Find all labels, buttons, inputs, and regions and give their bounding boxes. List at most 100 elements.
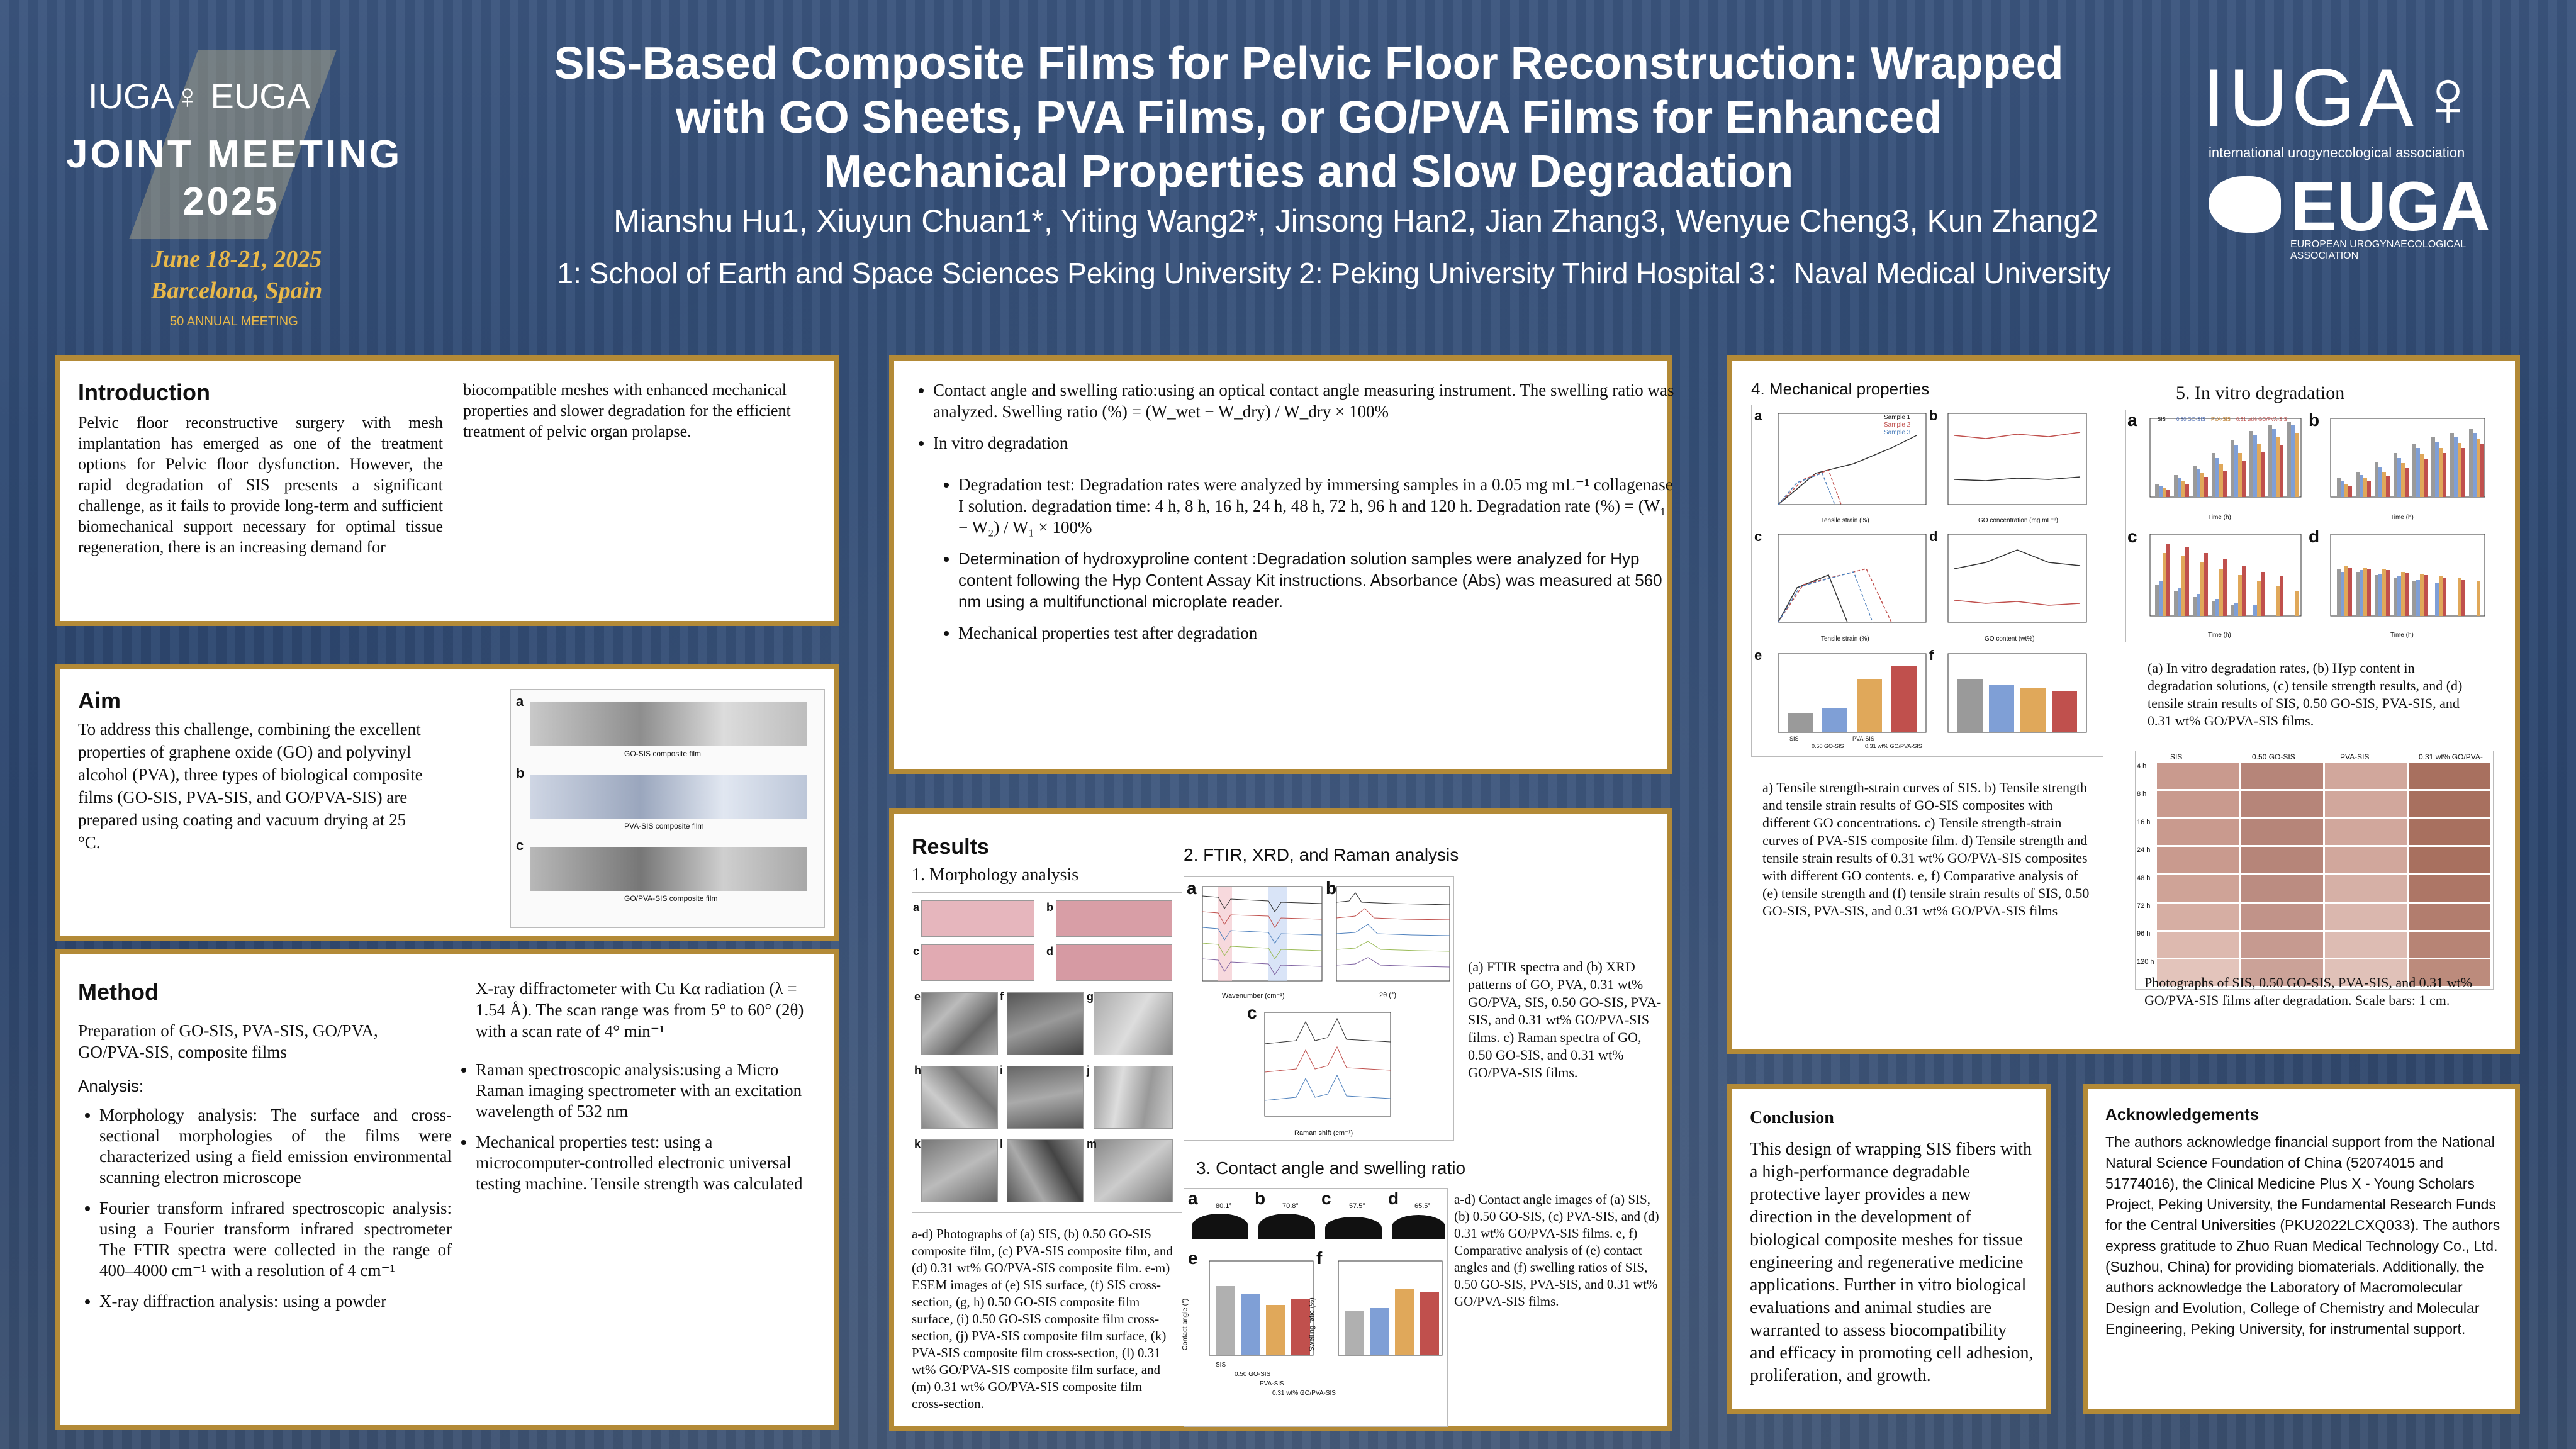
deg-legend-gopva-sis: 0.31 wt% GO/PVA-SIS [2236, 417, 2287, 422]
morph-label-f: f [1000, 990, 1004, 1003]
conclusion-text: This design of wrapping SIS fibers with … [1750, 1139, 2034, 1385]
method-list-col1: Morphology analysis: The surface and cro… [78, 1105, 452, 1322]
logo-joint-meeting: JOINT MEETING [66, 133, 403, 176]
esem-j: j [1087, 1064, 1173, 1129]
schematic-row-a [530, 702, 807, 746]
deg-strength-bars [2155, 544, 2299, 616]
method-invitro-heading: In vitro degradation [933, 432, 1676, 454]
morph-label-h: h [914, 1064, 921, 1077]
photo-cell [2324, 875, 2407, 902]
photo-col-pva-sis: PVA-SIS [2340, 752, 2370, 761]
photo-cell [2157, 819, 2239, 846]
mech-legend-3: Sample 3 [1884, 429, 1911, 436]
poster-affiliations: 1: School of Earth and Space Sciences Pe… [557, 257, 2111, 289]
mechanical-figure: a Sample 1 Sample 2 Sample 3 Tensile str… [1751, 405, 2103, 757]
acknowledgements-heading: Acknowledgements [2105, 1105, 2260, 1124]
ftir-spectra-plot [1202, 886, 1323, 982]
contact-title: 3. Contact angle and swelling ratio [1196, 1158, 1466, 1178]
photo-cell [2241, 819, 2323, 846]
methods-invitro-list: Degradation test: Degradation rates were… [937, 474, 1676, 654]
contact-group-sis: SIS [1216, 1362, 1226, 1368]
mech-axis-a: Tensile strain (%) [1821, 517, 1869, 524]
method-degradation-test: Degradation test: Degradation rates were… [958, 474, 1676, 538]
mech-bar-gopva-sis [1891, 666, 1917, 732]
photo-cell [2408, 847, 2490, 873]
method-list-col2: Raman spectroscopic analysis:using a Mic… [454, 1060, 822, 1204]
contact-bar-gopva-sis [1291, 1299, 1310, 1355]
morphology-title: 1. Morphology analysis [912, 865, 1079, 885]
contact-bar-pva-sis [1266, 1305, 1285, 1355]
mech-tensile-strength-bars [1778, 653, 1927, 733]
photo-cell [2324, 790, 2407, 817]
conclusion-panel: Conclusion This design of wrapping SIS f… [1727, 1084, 2051, 1414]
photo-cell [2408, 790, 2490, 817]
contact-label-c: c [1321, 1189, 1331, 1208]
mech-go-content-plot [1947, 534, 2087, 623]
ftir-title: 2. FTIR, XRD, and Raman analysis [1184, 845, 1459, 864]
ftir-x-axis-label: Wavenumber (cm⁻¹) [1222, 992, 1285, 1000]
mechanical-degradation-panel: 4. Mechanical properties a Sample 1 Samp… [1727, 355, 2520, 1054]
method-item-raman: Raman spectroscopic analysis:using a Mic… [476, 1060, 822, 1122]
photo-grid [2157, 763, 2490, 986]
method-hyp-content: Determination of hydroxyproline content … [958, 548, 1676, 612]
morph-label-m: m [1087, 1138, 1097, 1150]
swelling-bar-sis [1345, 1311, 1364, 1355]
contact-angle-b: 70.8° [1282, 1202, 1299, 1210]
morph-label-i: i [1000, 1064, 1004, 1077]
photo-row-4h: 4 h [2137, 763, 2147, 770]
xrd-x-axis-label: 2θ (°) [1379, 992, 1397, 999]
mech-bar-pva-sis [1857, 679, 1882, 732]
photo-cell [2241, 875, 2323, 902]
methods-continued-panel: Contact angle and swelling ratio:using a… [889, 355, 1674, 774]
conclusion-heading: Conclusion [1750, 1108, 1834, 1127]
deg-time-axis-b: Time (h) [2390, 514, 2414, 521]
swelling-bar-go-sis [1370, 1308, 1389, 1355]
contact-caption: a-d) Contact angle images of (a) SIS, (b… [1454, 1192, 1659, 1309]
contact-label-a: a [1188, 1189, 1198, 1208]
photo-cell [2157, 903, 2239, 930]
deg-legend-go-sis: 0.50 GO-SIS [2176, 417, 2205, 422]
ftir-label-b: b [1326, 878, 1337, 898]
acknowledgements-text: The authors acknowledge financial suppor… [2105, 1134, 2500, 1337]
mech-tensile-strain-bars [1947, 653, 2087, 733]
schematic-label-b: b [516, 765, 525, 781]
contact-angle-bar-chart [1209, 1260, 1314, 1356]
ftir-label-a: a [1187, 878, 1197, 898]
iuga-logo-text: IUGA♀ [2202, 52, 2483, 143]
results-panel: Results 1. Morphology analysis a b c d e… [889, 808, 1672, 1431]
aim-panel: Aim To address this challenge, combining… [55, 664, 839, 941]
droplet-a [1192, 1214, 1248, 1239]
photo-cell [2408, 903, 2490, 930]
photo-a: a [913, 900, 1034, 937]
deg-rate-bars [2155, 422, 2299, 497]
contact-angle-a: 80.1° [1216, 1202, 1232, 1210]
introduction-heading: Introduction [78, 379, 210, 405]
photo-row-16h: 16 h [2137, 818, 2151, 826]
mech-strength-strain-sis [1778, 413, 1927, 505]
contact-angle-y-label: Contact angle (°) [1181, 1298, 1189, 1351]
morph-label-e: e [914, 990, 921, 1003]
degradation-photos: SIS 0.50 GO-SIS PVA-SIS 0.31 wt% GO/PVA-… [2135, 751, 2494, 990]
mech-bar-sis [1788, 713, 1813, 732]
contact-label-e: e [1188, 1248, 1198, 1268]
photo-row-48h: 48 h [2137, 874, 2151, 882]
mechanical-heading: 4. Mechanical properties [1751, 379, 1930, 398]
mech-group-gopva-sis: 0.31 wt% GO/PVA-SIS [1865, 743, 1922, 749]
contact-angle-d: 65.5° [1414, 1202, 1431, 1210]
method-item-ftir: Fourier transform infrared spectroscopic… [99, 1198, 452, 1281]
deg-label-c: c [2127, 527, 2137, 546]
logo-date: June 18-21, 2025 [151, 246, 322, 272]
swelling-bar-pva-sis [1395, 1289, 1414, 1355]
esem-h: h [914, 1064, 998, 1129]
photo-cell [2324, 763, 2407, 789]
droplet-c [1325, 1217, 1382, 1239]
deg-strain-bars [2337, 566, 2480, 616]
photo-cell [2324, 903, 2407, 930]
photo-cell [2241, 763, 2323, 789]
deg-label-a: a [2127, 410, 2137, 430]
contact-label-b: b [1255, 1189, 1266, 1208]
morph-label-j: j [1087, 1064, 1090, 1077]
esem-e: e [914, 990, 998, 1055]
mech-legend-1: Sample 1 [1884, 414, 1911, 421]
poster-authors: Mianshu Hu1, Xiuyun Chuan1*, Yiting Wang… [613, 203, 2098, 238]
